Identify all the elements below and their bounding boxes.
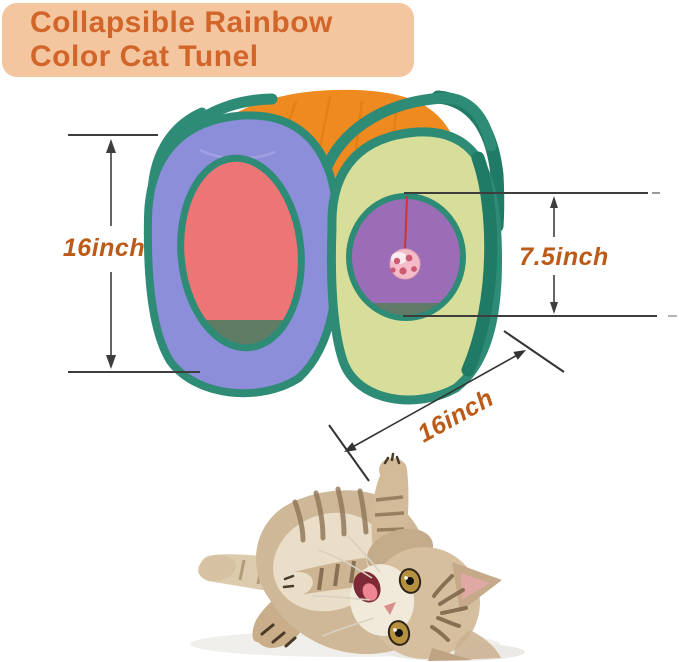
cat-whiskers <box>311 535 381 637</box>
height-dimension-arrow <box>68 134 200 373</box>
cat-eye-lower <box>387 620 411 646</box>
cat-inner-ear <box>461 573 490 600</box>
cat-nose <box>384 602 396 615</box>
product-title-line2: Color Cat Tunel <box>30 40 259 73</box>
cat-ear-lower <box>428 648 472 661</box>
product-title-banner: Collapsible Rainbow Color Cat Tunel <box>2 3 414 77</box>
cat-foreleg <box>279 558 372 597</box>
cat-tunnel-cube <box>143 89 505 405</box>
tunnel-top-right-trim-arc <box>312 92 497 202</box>
width-dimension-arrow <box>328 330 565 482</box>
toy-ball <box>389 248 421 280</box>
hole-height-dimension-arrow <box>403 192 677 317</box>
product-title-line1: Collapsible Rainbow <box>30 6 333 39</box>
right-panel-edge-trim <box>461 151 498 377</box>
tunnel-left-face <box>143 111 342 398</box>
cat-photo <box>190 452 525 661</box>
cat-head <box>311 535 502 661</box>
toy-ball-holes <box>390 254 417 275</box>
left-hole-rim <box>177 154 305 352</box>
height-dimension-label: 16inch <box>62 234 146 262</box>
cat-tongue <box>362 583 378 601</box>
tunnel-right-face <box>326 127 502 405</box>
hole-height-dimension-label: 7.5inch <box>519 243 609 271</box>
cat-eye-upper <box>398 568 422 594</box>
toy-string <box>404 195 408 252</box>
cat-head-stripes <box>430 574 468 642</box>
